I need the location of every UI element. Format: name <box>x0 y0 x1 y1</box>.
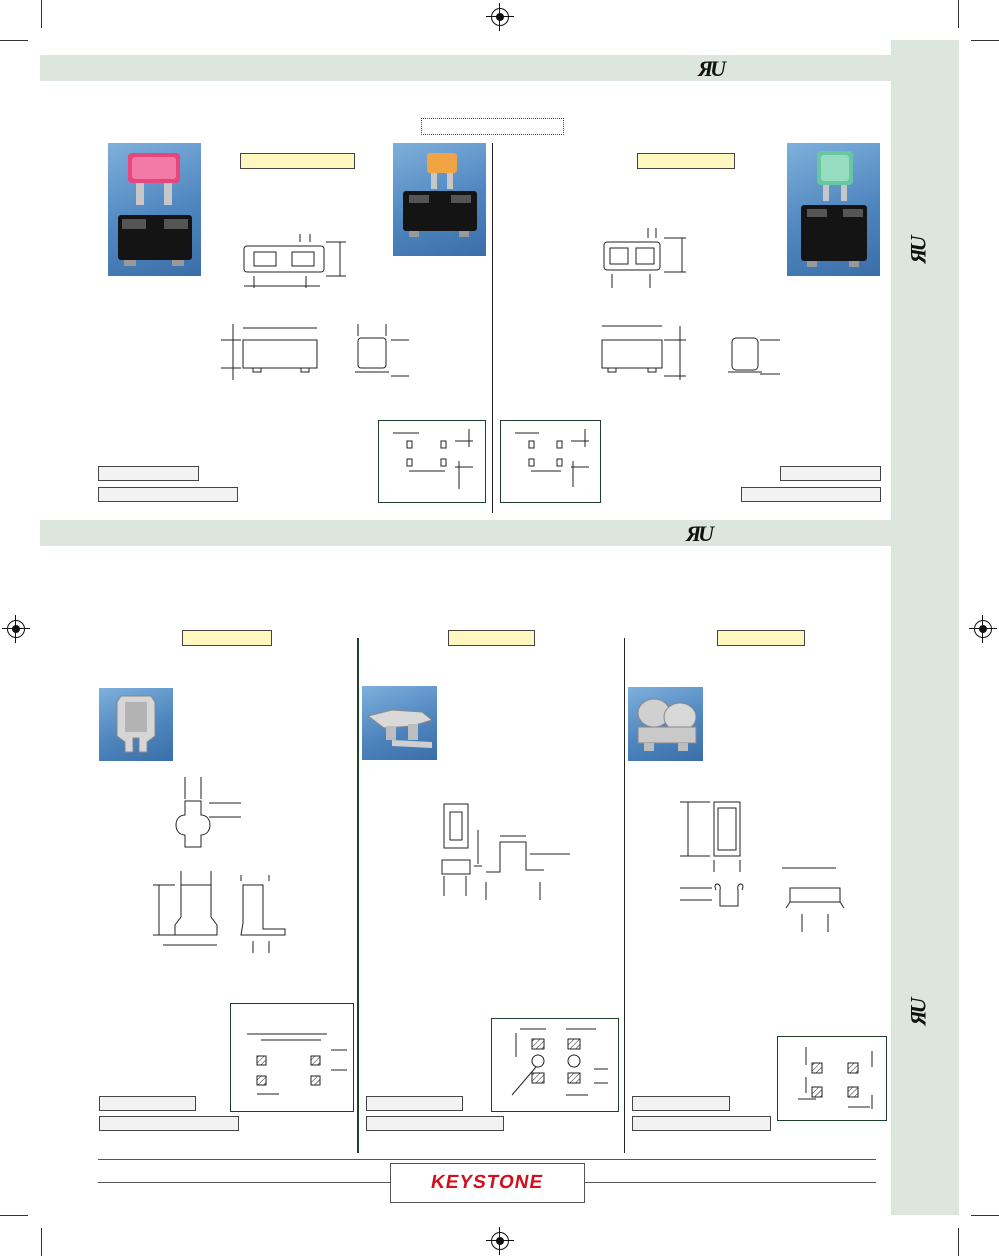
part-spec-label <box>99 1096 196 1111</box>
pcb-layout-box <box>491 1018 619 1112</box>
pink-fuse-holder-illustration <box>118 153 192 266</box>
crop-mark <box>0 40 28 41</box>
footer-rule <box>98 1159 876 1160</box>
registration-mark-icon <box>486 1227 514 1255</box>
column-divider <box>492 143 493 513</box>
section-note-box <box>421 118 564 135</box>
pcb-layout-box <box>500 420 601 503</box>
crop-mark <box>41 1228 42 1256</box>
registration-mark-icon <box>2 615 30 643</box>
part-spec-label <box>99 1116 239 1131</box>
registration-mark-icon <box>486 3 514 31</box>
crop-mark <box>958 1228 959 1256</box>
ul-recognized-mark-icon: ЯU <box>698 56 726 81</box>
part-spec-label <box>632 1116 771 1131</box>
right-sidebar <box>891 40 959 1215</box>
part-spec-label <box>632 1096 730 1111</box>
fuse-clip-illustration <box>637 698 697 751</box>
part-spec-label <box>366 1096 463 1111</box>
pcb-layout-drawing <box>798 1047 873 1109</box>
ul-recognized-mark-icon: ЯU <box>905 1000 931 1026</box>
product-photo-fuse-clip <box>99 688 173 761</box>
clip-dimension-drawing <box>441 803 570 900</box>
part-spec-label <box>366 1116 504 1131</box>
pcb-layout-box <box>378 420 486 503</box>
side-view-drawing <box>221 324 409 380</box>
product-photo-fuse-clip <box>362 686 437 760</box>
section-header-band <box>40 520 891 546</box>
section-header-band <box>40 55 891 81</box>
crop-mark <box>0 1215 28 1216</box>
part-spec-label <box>98 466 199 481</box>
top-view-drawing <box>243 234 346 288</box>
part-number-label <box>637 153 735 169</box>
product-photo-orange-fuse-holder <box>393 143 486 256</box>
part-number-label <box>182 630 272 646</box>
part-number-label <box>717 630 805 646</box>
pcb-layout-drawing <box>247 1033 347 1095</box>
column-divider <box>357 638 359 1153</box>
ul-recognized-mark-icon: ЯU <box>686 521 714 546</box>
crop-mark <box>971 40 999 41</box>
pcb-layout-drawing <box>515 429 589 487</box>
part-number-label <box>448 630 535 646</box>
pcb-layout-drawing <box>393 429 473 489</box>
fuse-clip-illustration <box>366 709 434 748</box>
clip-dimension-drawing <box>680 801 845 932</box>
pcb-layout-box <box>230 1003 354 1112</box>
product-photo-green-fuse-holder <box>787 143 880 276</box>
product-photo-pink-fuse-holder <box>108 143 201 276</box>
crop-mark <box>971 1215 999 1216</box>
part-number-label <box>240 153 355 169</box>
fuse-clip-illustration <box>116 695 156 753</box>
clip-dimension-drawing <box>153 777 286 953</box>
crop-mark <box>958 0 959 28</box>
product-photo-fuse-clip <box>628 687 703 761</box>
orange-fuse-holder-illustration <box>403 153 477 237</box>
keystone-logo[interactable]: KEYSTONE <box>390 1163 585 1203</box>
part-spec-label <box>741 487 881 502</box>
registration-mark-icon <box>969 615 997 643</box>
keystone-logo-text: KEYSTONE <box>429 1172 546 1193</box>
part-spec-label <box>780 466 881 481</box>
pcb-layout-drawing <box>511 1028 608 1096</box>
crop-mark <box>41 0 42 28</box>
pcb-layout-box <box>777 1036 887 1121</box>
top-view-drawing <box>603 228 686 288</box>
side-view-drawing <box>601 325 780 380</box>
column-divider <box>624 638 625 1153</box>
ul-recognized-mark-icon: ЯU <box>905 238 931 264</box>
part-spec-label <box>98 487 238 502</box>
green-fuse-holder-illustration <box>801 151 867 267</box>
